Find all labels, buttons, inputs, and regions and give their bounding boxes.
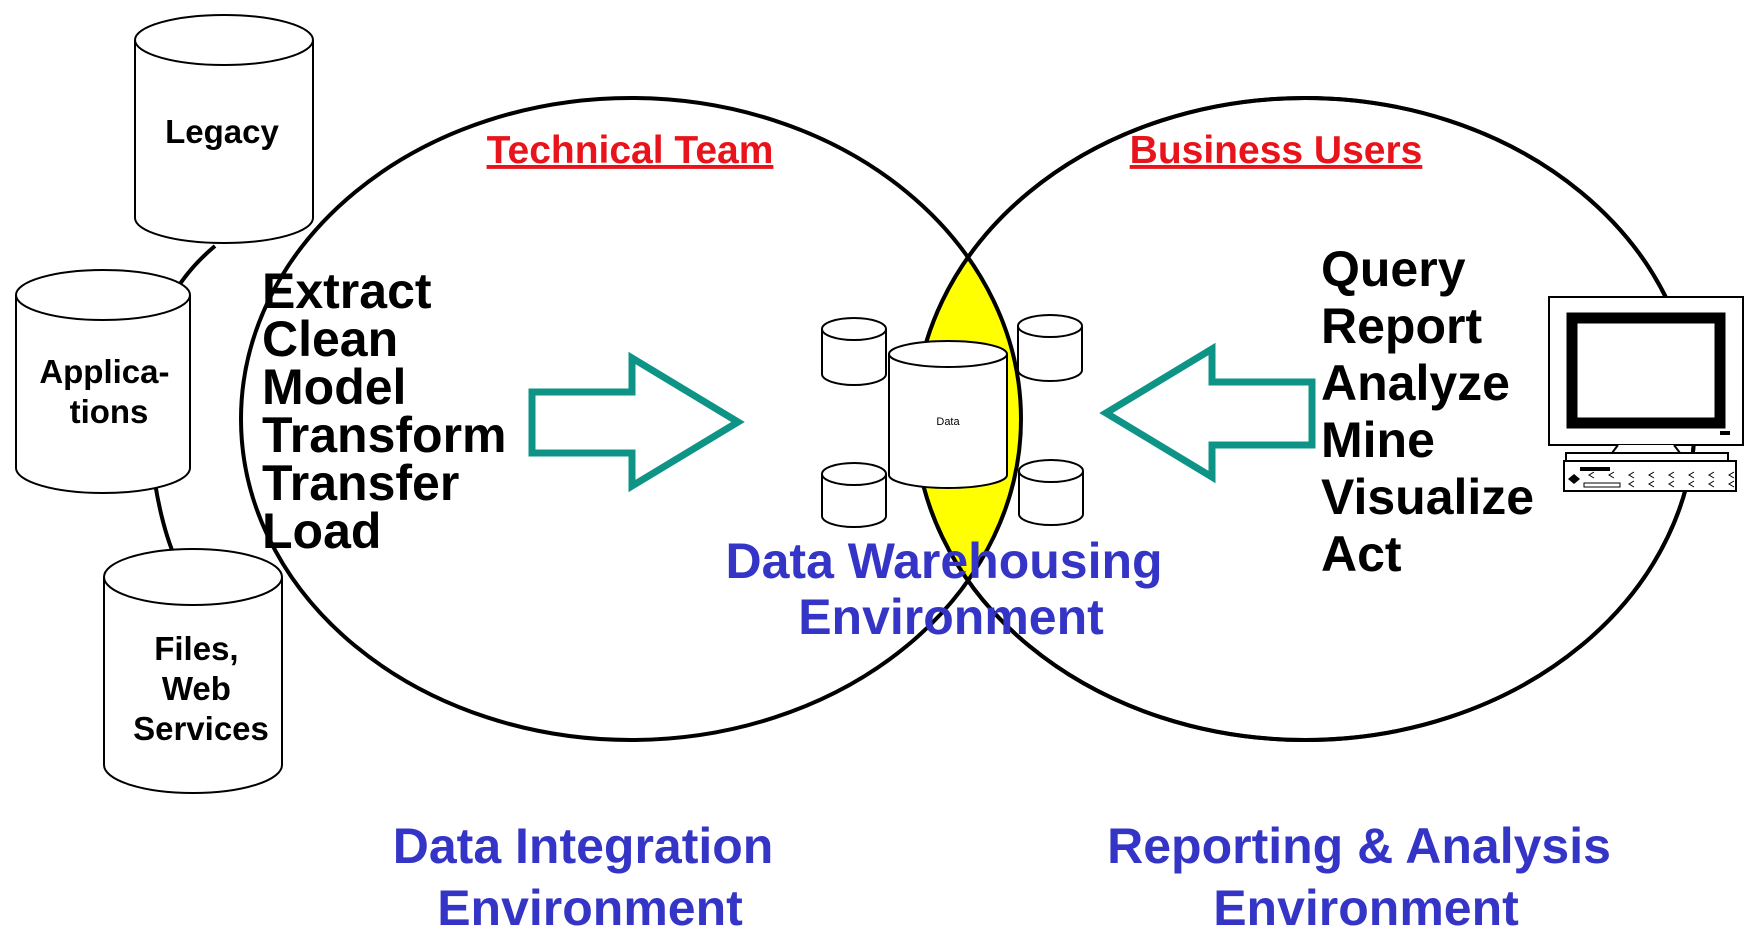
- reporting-analysis-title: Reporting & Analysis Environment: [1107, 818, 1625, 933]
- legacy-database-icon: [134, 14, 314, 244]
- integration-arrow-icon: [528, 351, 745, 493]
- source-label-files: Files, Web Services: [133, 630, 269, 747]
- data-mart-icon-top-left: [821, 317, 887, 386]
- integration-steps-list: Extract Clean Model Transform Transfer L…: [262, 263, 520, 559]
- business-users-heading: Business Users: [1130, 129, 1423, 172]
- data-warehousing-title: Data Warehousing Environment: [726, 533, 1177, 645]
- applications-database-icon: [15, 269, 191, 494]
- data-integration-title: Data Integration Environment: [393, 818, 788, 933]
- reporting-arrow-icon: [1099, 342, 1316, 484]
- source-label-legacy: Legacy: [165, 113, 279, 150]
- data-mart-icon-top-right: [1017, 314, 1083, 382]
- technical-team-heading: Technical Team: [487, 129, 774, 172]
- data-mart-icon-bottom-right: [1018, 459, 1084, 526]
- files-database-icon: [103, 548, 283, 794]
- source-label-applications: Applica- tions: [39, 353, 178, 430]
- data-mart-icon-bottom-left: [821, 462, 887, 528]
- central-data-label: Data: [936, 416, 960, 428]
- computer-monitor-icon: [1548, 296, 1744, 492]
- reporting-steps-list: Query Report Analyze Mine Visualize Act: [1321, 241, 1548, 582]
- central-data-cylinder-icon: [888, 340, 1008, 489]
